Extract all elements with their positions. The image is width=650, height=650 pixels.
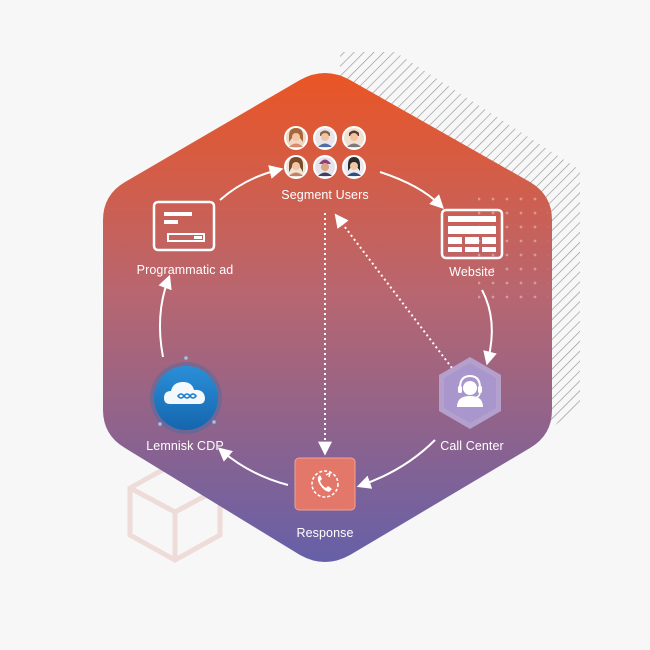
arrow-segment-to-website [379,171,444,209]
dotted-arrows [318,213,453,456]
arrow-ad-to-segment [219,165,284,201]
node-label-response: Response [296,526,354,540]
headset-agent-icon [439,357,501,429]
node-label-website: Website [449,265,495,279]
phone-callback-icon [294,457,356,511]
website-icon [440,208,504,260]
arrow-website-to-callcenter [481,289,497,366]
arrow-cdp-to-ad [158,274,172,358]
dotted-arrow-callcenter-to-segment [334,213,453,369]
arrow-response-to-cdp [217,447,289,486]
node-label-lemnisk-cdp: Lemnisk CDP [146,439,224,453]
arrow-callcenter-to-response [356,439,436,489]
ad-banner-icon [152,200,216,252]
user-avatars-icon [284,126,366,179]
cycle-arrows [158,165,497,489]
cloud-infinity-icon [150,356,222,434]
node-label-call-center: Call Center [440,439,504,453]
node-label-programmatic-ad: Programmatic ad [136,263,234,277]
node-label-segment-users: Segment Users [281,188,369,202]
